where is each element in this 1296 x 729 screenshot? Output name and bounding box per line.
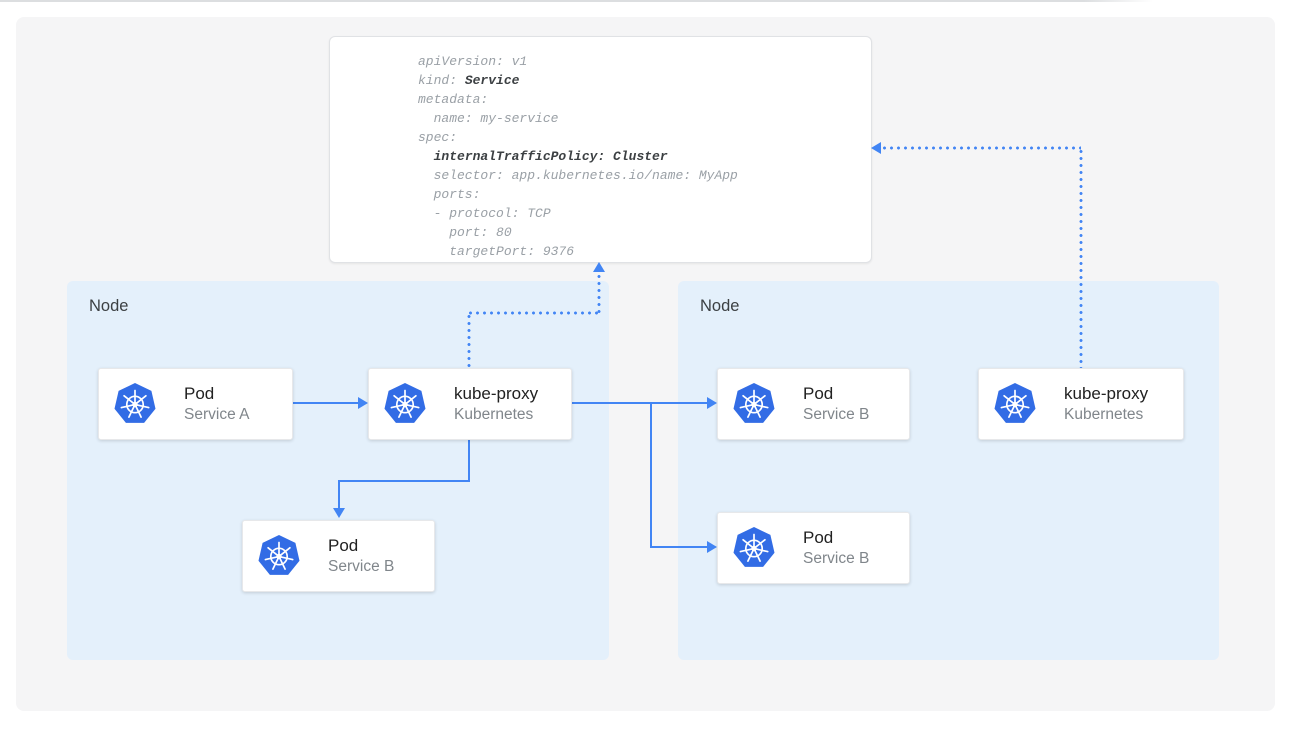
pod-card-service-b-right-bottom: Pod Service B <box>717 512 910 584</box>
node-label: Node <box>89 297 129 315</box>
dotted-kubeproxy-left-up <box>467 313 471 368</box>
card-subtitle: Kubernetes <box>1064 406 1144 423</box>
kubernetes-icon <box>733 527 775 567</box>
card-title: kube-proxy <box>454 384 539 403</box>
arrow-poda-to-kubeproxy <box>293 402 359 404</box>
yaml-config: apiVersion: v1 kind: Service metadata: n… <box>418 54 738 259</box>
card-title: kube-proxy <box>1064 384 1149 403</box>
pod-card-service-b-left: Pod Service B <box>242 520 435 592</box>
arrow-kubeproxy-to-podb-right-top <box>572 402 707 404</box>
node-label: Node <box>700 297 740 315</box>
kubernetes-icon <box>258 535 300 575</box>
arrowhead-right-icon <box>358 397 368 409</box>
pod-card-service-a: Pod Service A <box>98 368 293 440</box>
kubernetes-icon <box>994 383 1036 423</box>
card-title: Pod <box>803 384 834 403</box>
card-title: Pod <box>328 536 359 555</box>
card-title: Pod <box>184 384 215 403</box>
arrow-kubeproxy-to-podb-left <box>338 480 470 482</box>
kube-proxy-card-right: kube-proxy Kubernetes <box>978 368 1184 440</box>
dotted-kubeproxy-right-up <box>1079 148 1083 368</box>
pod-card-service-b-right-top: Pod Service B <box>717 368 910 440</box>
node-box-left: Node <box>67 281 609 660</box>
dotted-kubeproxy-left-horizontal <box>467 311 601 315</box>
arrow-kubeproxy-down <box>468 440 470 482</box>
dotted-kubeproxy-left-to-yaml <box>597 273 601 313</box>
arrowhead-down-icon <box>333 508 345 518</box>
arrow-podb-left-vertical <box>338 480 340 508</box>
node-box-right: Node <box>678 281 1219 660</box>
kubernetes-icon <box>733 383 775 423</box>
card-subtitle: Kubernetes <box>454 406 534 423</box>
kubernetes-icon <box>384 383 426 423</box>
kubernetes-icon <box>114 383 156 423</box>
arrow-kubeproxy-to-podb-right-bottom <box>650 546 707 548</box>
card-subtitle: Service A <box>184 406 250 423</box>
arrowhead-right-icon <box>707 397 717 409</box>
dotted-kubeproxy-right-to-yaml <box>881 146 1081 150</box>
kube-proxy-card-left: kube-proxy Kubernetes <box>368 368 572 440</box>
card-subtitle: Service B <box>803 550 870 567</box>
card-subtitle: Service B <box>328 558 395 575</box>
arrow-branch-vertical <box>650 402 652 547</box>
arrowhead-left-icon <box>871 142 881 154</box>
top-divider <box>0 0 1153 2</box>
card-title: Pod <box>803 528 834 547</box>
arrowhead-right-icon <box>707 541 717 553</box>
card-subtitle: Service B <box>803 406 870 423</box>
service-yaml-box: apiVersion: v1 kind: Service metadata: n… <box>329 36 872 263</box>
arrowhead-up-icon <box>593 262 605 272</box>
